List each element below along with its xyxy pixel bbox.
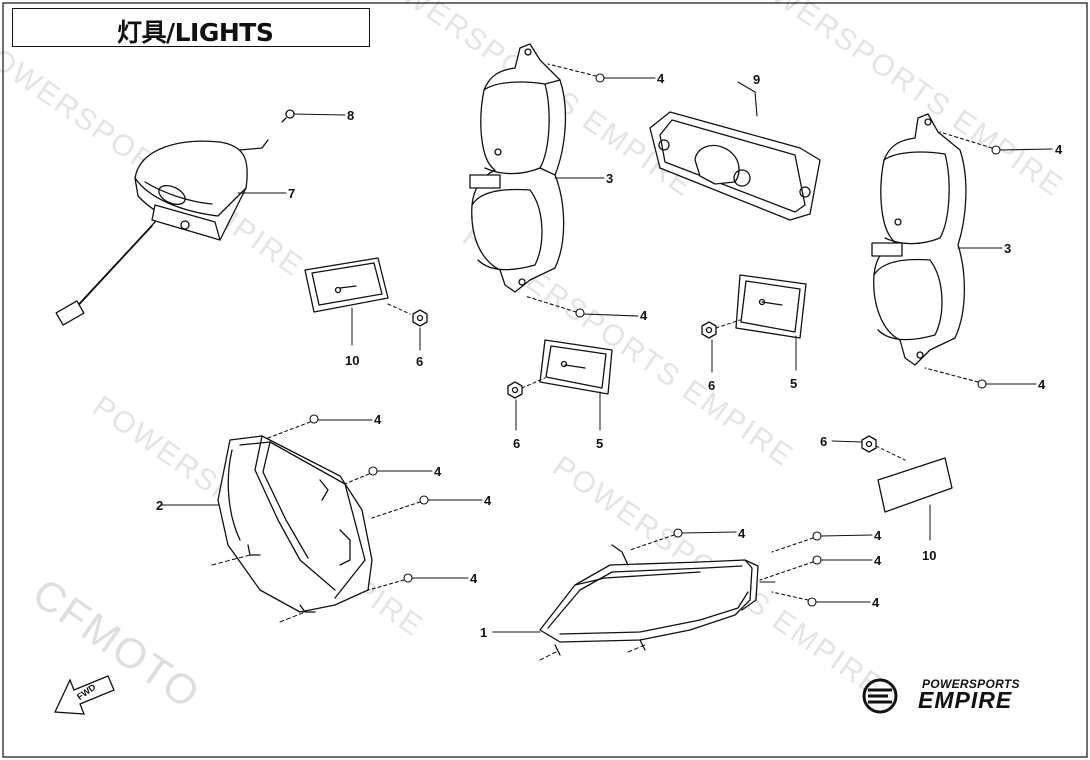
callout-label: 3 xyxy=(606,171,613,186)
empire-logo-icon xyxy=(862,678,898,714)
headlight-left-drawing xyxy=(211,435,373,623)
callout-label: 2 xyxy=(156,498,163,513)
fwd-arrow-icon xyxy=(54,675,115,715)
callout-label: 6 xyxy=(820,434,827,449)
taillight-right-drawing xyxy=(871,113,967,366)
callout-label: 6 xyxy=(708,378,715,393)
callout-label: 4 xyxy=(657,71,665,86)
callout-label: 10 xyxy=(345,353,359,368)
screw-4-drawings xyxy=(267,63,1053,607)
page-title: 灯具/LIGHTS xyxy=(117,18,274,47)
reflector-5-right-drawing xyxy=(735,274,807,371)
callout-label: 9 xyxy=(753,72,760,87)
callout-numbers: 1 2 3 3 4 4 4 4 4 4 4 4 4 4 4 4 5 5 6 6 … xyxy=(156,71,1063,640)
callout-label: 4 xyxy=(640,308,648,323)
screw-8-drawing xyxy=(281,109,346,123)
callout-label: 5 xyxy=(596,436,603,451)
marker-lamp-drawing xyxy=(55,139,269,326)
callout-label: 4 xyxy=(374,412,382,427)
callout-label: 4 xyxy=(470,571,478,586)
callout-label: 4 xyxy=(874,528,882,543)
callout-label: 4 xyxy=(738,526,746,541)
callout-label: 4 xyxy=(874,553,882,568)
callout-label: 4 xyxy=(1055,142,1063,157)
callout-label: 4 xyxy=(434,464,442,479)
callout-label: 8 xyxy=(347,108,354,123)
reflector-5-center-drawing xyxy=(539,339,613,431)
callout-label: 7 xyxy=(288,186,295,201)
title-box: 灯具/LIGHTS xyxy=(12,8,370,47)
license-light-drawing xyxy=(649,111,821,221)
callout-label: 4 xyxy=(1038,377,1046,392)
reflector-10-left-drawing xyxy=(304,257,389,346)
callout-label: 4 xyxy=(484,493,492,508)
brand-logo: POWERSPORTS EMPIRE xyxy=(858,676,1058,716)
callout-label: 6 xyxy=(416,354,423,369)
logo-line1: POWERSPORTS xyxy=(922,677,1020,691)
callout-leaders xyxy=(161,81,1003,633)
callout-label: 1 xyxy=(480,625,487,640)
logo-line2: EMPIRE xyxy=(918,687,1013,713)
callout-label: 6 xyxy=(513,436,520,451)
callout-label: 10 xyxy=(922,548,936,563)
nut-6-drawings xyxy=(387,303,906,461)
callout-label: 5 xyxy=(790,376,797,391)
callout-label: 4 xyxy=(872,595,880,610)
callout-label: 3 xyxy=(1004,241,1011,256)
reflector-10-right-drawing xyxy=(877,457,953,541)
headlight-right-drawing xyxy=(539,544,776,661)
taillight-left-drawing xyxy=(469,43,567,293)
